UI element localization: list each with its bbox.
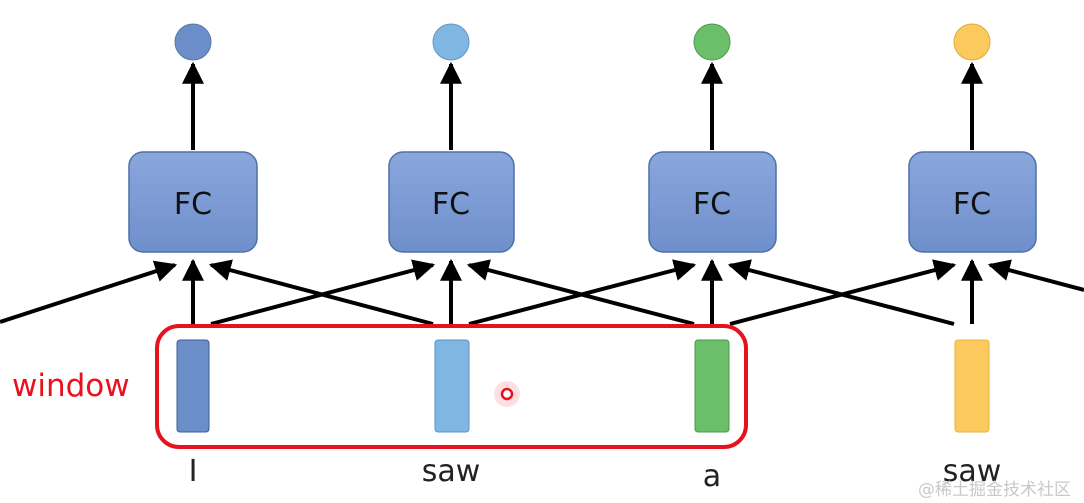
fc-label: FC [953,187,991,222]
column-3: FC a [648,23,777,494]
column-1: FC I [128,23,258,489]
connection-arrows [0,61,1084,326]
left-context-arrow [468,259,697,326]
fc-layer-box [128,151,258,253]
fc-label: FC [174,187,212,222]
left-context-arrow [729,259,957,326]
input-embedding [694,339,730,433]
output-node [693,23,731,61]
output-node [432,23,470,61]
window-label: window [12,368,130,404]
output-node [174,23,212,61]
watermark: @稀土掘金技术社区 [918,480,1071,500]
input-embedding [954,339,990,433]
context-window-box [155,324,748,449]
fc-layer-box [648,151,777,253]
column-2: FC saw [388,23,515,489]
input-embedding [434,339,470,433]
cursor-indicator [494,381,520,407]
fc-layer-box [388,151,515,253]
output-node [953,23,991,61]
input-word: saw [943,454,1002,489]
right-context-arrow [987,259,1084,292]
fc-label: FC [432,187,470,222]
input-word: a [703,459,721,494]
left-context-arrow [0,260,178,324]
column-4: FC saw [908,23,1037,489]
input-word: saw [422,454,481,489]
fc-label: FC [693,187,731,222]
input-word: I [189,454,198,489]
input-embedding [176,339,210,433]
fc-layer-box [908,151,1037,253]
left-context-arrow [210,259,436,326]
